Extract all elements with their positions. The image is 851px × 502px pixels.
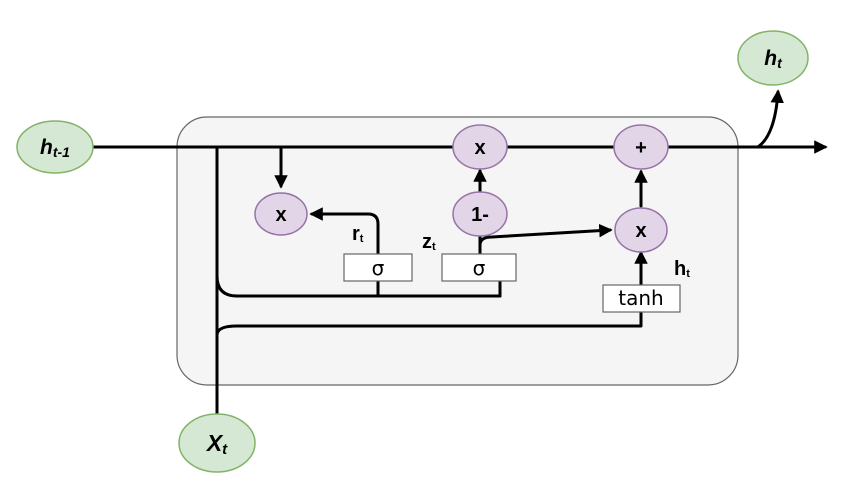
gru-cell-box (176, 116, 739, 386)
add-op: + (613, 124, 669, 170)
reset-gate-label: rt (352, 223, 364, 245)
h-out-sub: t (777, 55, 783, 71)
update-gate-symbol: σ (473, 256, 486, 280)
h-prev-node: ht-1 (16, 120, 94, 174)
candidate-multiply-op: x (614, 207, 668, 253)
reset-gate-symbol: σ (372, 256, 385, 280)
output-branch-wire (756, 89, 784, 149)
svg-text:+: + (635, 137, 647, 159)
h-prev-sub: t-1 (53, 144, 70, 160)
svg-text:1-: 1- (471, 204, 489, 226)
xt-bus-wire (215, 310, 643, 337)
h-out-main: h (764, 47, 777, 70)
candidate-gate-label: tanh (618, 286, 663, 310)
update-gate: σ (441, 253, 517, 282)
svg-text:x: x (635, 220, 646, 242)
svg-text:x: x (474, 137, 485, 159)
h-out-node: ht (737, 30, 809, 86)
svg-text:ht-1: ht-1 (40, 136, 70, 160)
h-prev-main: h (40, 136, 53, 159)
x-in-sub: t (222, 441, 228, 458)
candidate-label: ht (674, 258, 690, 280)
reset-gate-output-wire (309, 207, 380, 257)
x-in-main: X (205, 430, 224, 456)
one-minus-op: 1- (452, 191, 508, 237)
candidate-gate: tanh (602, 284, 681, 313)
top-multiply-op: x (452, 124, 508, 170)
svg-text:Xt: Xt (205, 430, 228, 458)
reset-multiply-op: x (254, 192, 308, 236)
x-in-node: Xt (178, 413, 256, 473)
svg-text:ht: ht (764, 47, 783, 71)
reset-gate: σ (343, 253, 413, 282)
svg-text:x: x (275, 204, 286, 226)
update-gate-label: zt (422, 231, 436, 253)
wires (90, 89, 828, 420)
